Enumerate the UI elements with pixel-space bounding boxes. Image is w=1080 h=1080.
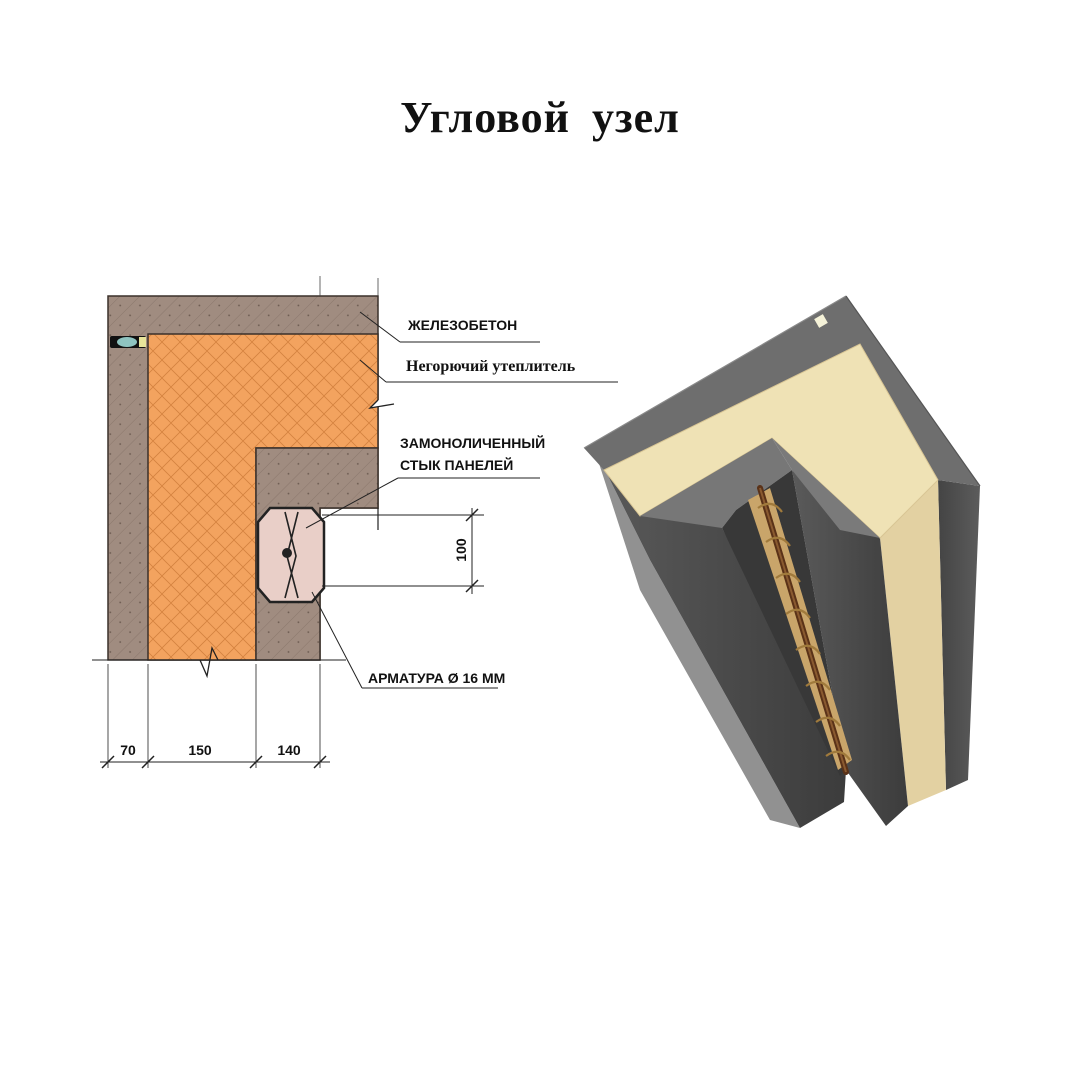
page-title: Угловой узел: [400, 93, 680, 142]
label-insulation: Негорючий утеплитель: [406, 358, 576, 375]
dimension-inner-layer: 140: [277, 742, 301, 758]
label-concrete: ЖЕЛЕЗОБЕТОН: [407, 317, 517, 333]
section-drawing: ЖЕЛЕЗОБЕТОН Негорючий утеплитель ЗАМОНОЛ…: [92, 276, 618, 769]
label-rebar: АРМАТУРА Ø 16 ММ: [368, 670, 505, 686]
label-joint-line2: СТЫК ПАНЕЛЕЙ: [400, 456, 513, 473]
dimension-joint-height: 100: [453, 538, 469, 562]
corner-joint-render: [583, 295, 981, 828]
dimension-insulation-layer: 150: [188, 742, 212, 758]
rebar-icon: [282, 548, 292, 558]
label-joint-line1: ЗАМОНОЛИЧЕННЫЙ: [400, 434, 545, 451]
dimension-outer-layer: 70: [120, 742, 136, 758]
